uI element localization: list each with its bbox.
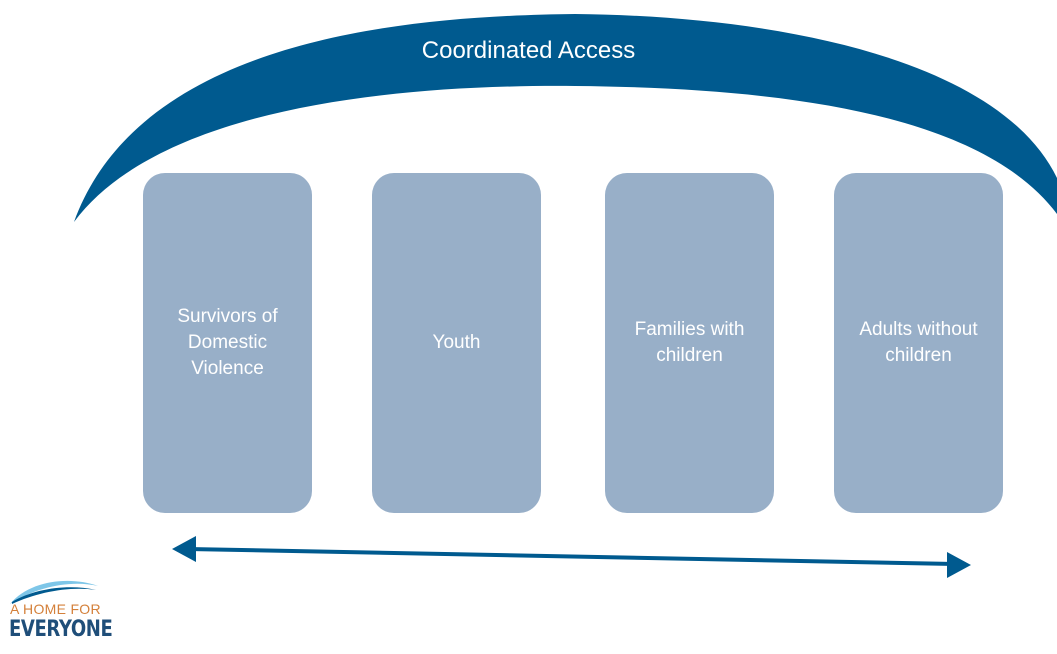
double-headed-arrow-icon [172,536,971,578]
pillar-label: Families with children [634,319,745,366]
logo-line-2: EVERYONE [9,617,113,642]
diagram-title: Coordinated Access [421,37,636,64]
pillar-label: Adults without children [859,319,978,366]
pillar-survivors-of-domestic-violence: Survivors of Domestic Violence [143,173,312,513]
coordinated-access-arc [74,14,1057,222]
pillar-youth: Youth [372,173,541,513]
logo-line-1: A HOME FOR [10,601,101,617]
a-home-for-everyone-logo: A HOME FOR EVERYONE [8,568,113,648]
pillar-families-with-children: Families with children [605,173,774,513]
pillar-adults-without-children: Adults without children [834,173,1003,513]
pillar-label: Youth [432,332,481,353]
pillar-label: Survivors of Domestic Violence [177,306,278,379]
logo-arc-icon [10,580,98,604]
